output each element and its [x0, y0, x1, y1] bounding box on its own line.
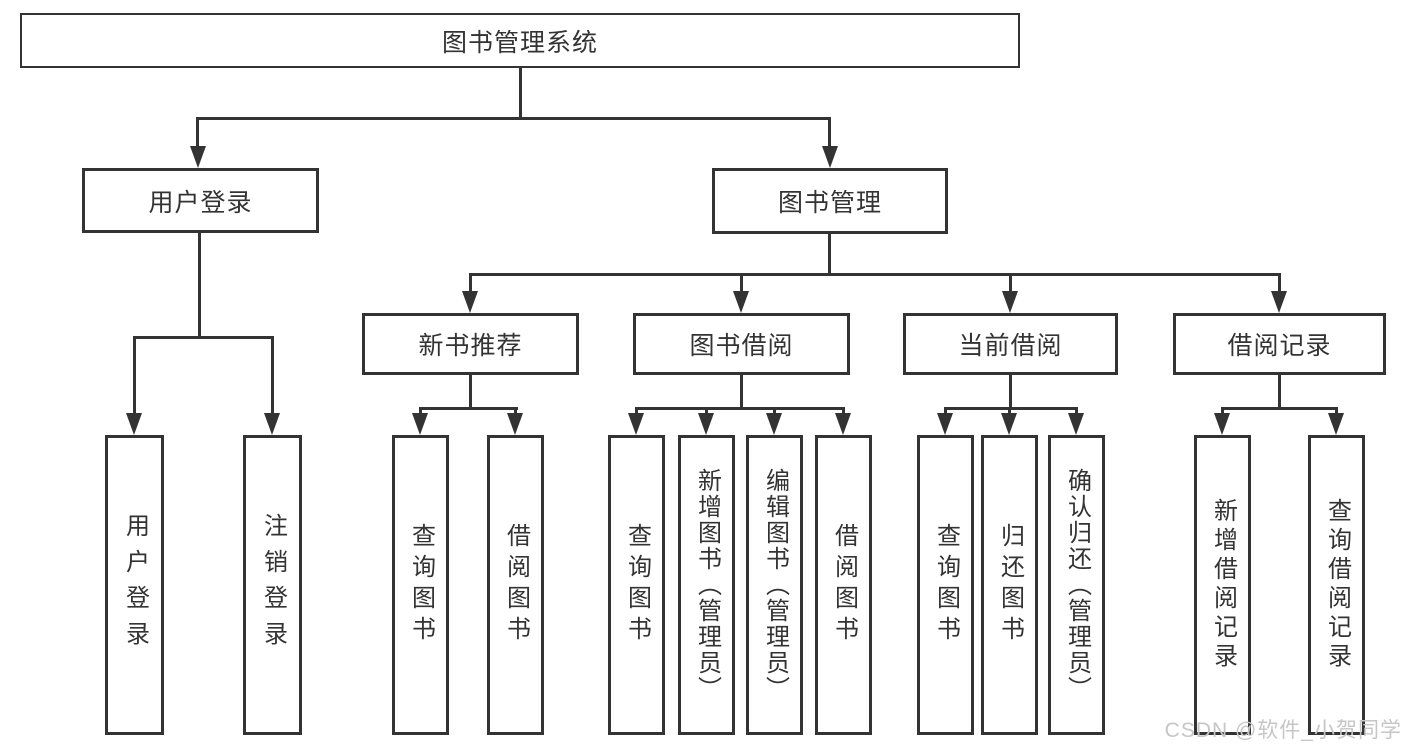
leaf-label: 新增图书（管理员）	[693, 468, 721, 702]
connector-line-h	[196, 117, 831, 120]
leaf-label: 查询图书	[407, 523, 435, 647]
arrowhead-down-icon	[835, 413, 851, 435]
connector-line-h	[1221, 407, 1338, 410]
arrowhead-down-icon	[1271, 291, 1287, 313]
leaf-label: 确认归还（管理员）	[1063, 468, 1091, 702]
connector-line-v	[1008, 407, 1011, 415]
connector-line-v	[196, 117, 199, 150]
connector-line-v	[740, 373, 743, 409]
connector-line-v	[519, 68, 522, 119]
connector-line-v	[635, 407, 638, 415]
node-label: 借阅记录	[1227, 332, 1332, 360]
connector-line-v	[1009, 373, 1012, 409]
node-new-book-recommend: 新书推荐	[362, 313, 579, 375]
leaf-add-books-admin: 新增图书（管理员）	[678, 435, 735, 735]
arrowhead-down-icon	[190, 146, 206, 168]
leaf-logout: 注销登录	[243, 435, 302, 735]
arrowhead-down-icon	[628, 413, 644, 435]
connector-line-h	[635, 407, 845, 410]
leaf-recommend-borrow-books: 借阅图书	[487, 435, 544, 735]
leaf-label: 注销登录	[259, 513, 287, 657]
arrowhead-down-icon	[766, 413, 782, 435]
node-library-management-system: 图书管理系统	[20, 13, 1020, 68]
node-label: 图书管理	[777, 189, 882, 217]
node-current-borrowing: 当前借阅	[903, 313, 1118, 375]
connector-line-v	[198, 232, 201, 339]
connector-line-v	[1075, 407, 1078, 415]
leaf-label: 归还图书	[996, 523, 1024, 647]
leaf-return-books: 归还图书	[981, 435, 1038, 735]
connector-line-v	[1009, 273, 1012, 295]
arrowhead-down-icon	[937, 413, 953, 435]
leaf-confirm-return-admin: 确认归还（管理员）	[1048, 435, 1105, 735]
node-book-management: 图书管理	[712, 168, 948, 234]
connector-line-v	[944, 407, 947, 415]
leaf-borrowing-query-books: 查询图书	[608, 435, 665, 735]
leaf-user-login: 用户登录	[105, 435, 164, 735]
connector-line-v	[740, 273, 743, 295]
arrowhead-down-icon	[412, 413, 428, 435]
arrowhead-down-icon	[1214, 413, 1230, 435]
connector-line-v	[1221, 407, 1224, 415]
connector-line-h	[944, 407, 1078, 410]
leaf-edit-books-admin: 编辑图书（管理员）	[746, 435, 803, 735]
arrowhead-down-icon	[126, 413, 142, 435]
connector-line-v	[469, 273, 472, 295]
arrowhead-down-icon	[698, 413, 714, 435]
connector-line-v	[133, 336, 136, 415]
connector-line-v	[419, 407, 422, 415]
leaf-recommend-query-books: 查询图书	[392, 435, 449, 735]
connector-line-h	[133, 336, 274, 339]
connector-line-v	[1278, 273, 1281, 295]
arrowhead-down-icon	[462, 291, 478, 313]
connector-line-v	[842, 407, 845, 415]
arrowhead-down-icon	[822, 146, 838, 168]
node-label: 新书推荐	[418, 332, 523, 360]
connector-line-h	[419, 407, 518, 410]
arrowhead-down-icon	[1328, 413, 1344, 435]
connector-line-v	[514, 407, 517, 415]
leaf-label: 查询图书	[932, 523, 960, 647]
leaf-label: 查询借阅记录	[1323, 498, 1351, 672]
arrowhead-down-icon	[507, 413, 523, 435]
node-borrow-records: 借阅记录	[1173, 313, 1386, 375]
leaf-label: 借阅图书	[830, 523, 858, 647]
node-label: 图书管理系统	[441, 28, 598, 57]
connector-line-v	[705, 407, 708, 415]
connector-line-v	[828, 117, 831, 150]
leaf-add-borrow-record: 新增借阅记录	[1194, 435, 1251, 735]
leaf-label: 查询图书	[623, 523, 651, 647]
node-book-borrowing: 图书借阅	[633, 313, 850, 375]
node-label: 图书借阅	[689, 332, 794, 360]
leaf-label: 用户登录	[121, 513, 149, 657]
leaf-query-borrow-record: 查询借阅记录	[1308, 435, 1365, 735]
arrowhead-down-icon	[1001, 413, 1017, 435]
arrowhead-down-icon	[1068, 413, 1084, 435]
leaf-label: 借阅图书	[502, 523, 530, 647]
csdn-watermark: CSDN @软件_小贺同学	[1164, 719, 1402, 742]
node-label: 用户登录	[148, 188, 253, 217]
connector-line-v	[1278, 373, 1281, 409]
node-user-login: 用户登录	[82, 168, 319, 233]
arrowhead-down-icon	[1002, 291, 1018, 313]
arrowhead-down-icon	[733, 291, 749, 313]
connector-line-v	[773, 407, 776, 415]
arrowhead-down-icon	[264, 413, 280, 435]
leaf-label: 新增借阅记录	[1209, 498, 1237, 672]
connector-line-v	[271, 336, 274, 415]
connector-line-v	[828, 234, 831, 276]
connector-line-h	[469, 273, 1281, 276]
connector-line-v	[469, 373, 472, 409]
leaf-label: 编辑图书（管理员）	[761, 468, 789, 702]
leaf-borrowing-borrow-books: 借阅图书	[815, 435, 872, 735]
node-label: 当前借阅	[958, 332, 1063, 360]
connector-line-v	[1335, 407, 1338, 415]
leaf-current-query-books: 查询图书	[917, 435, 974, 735]
